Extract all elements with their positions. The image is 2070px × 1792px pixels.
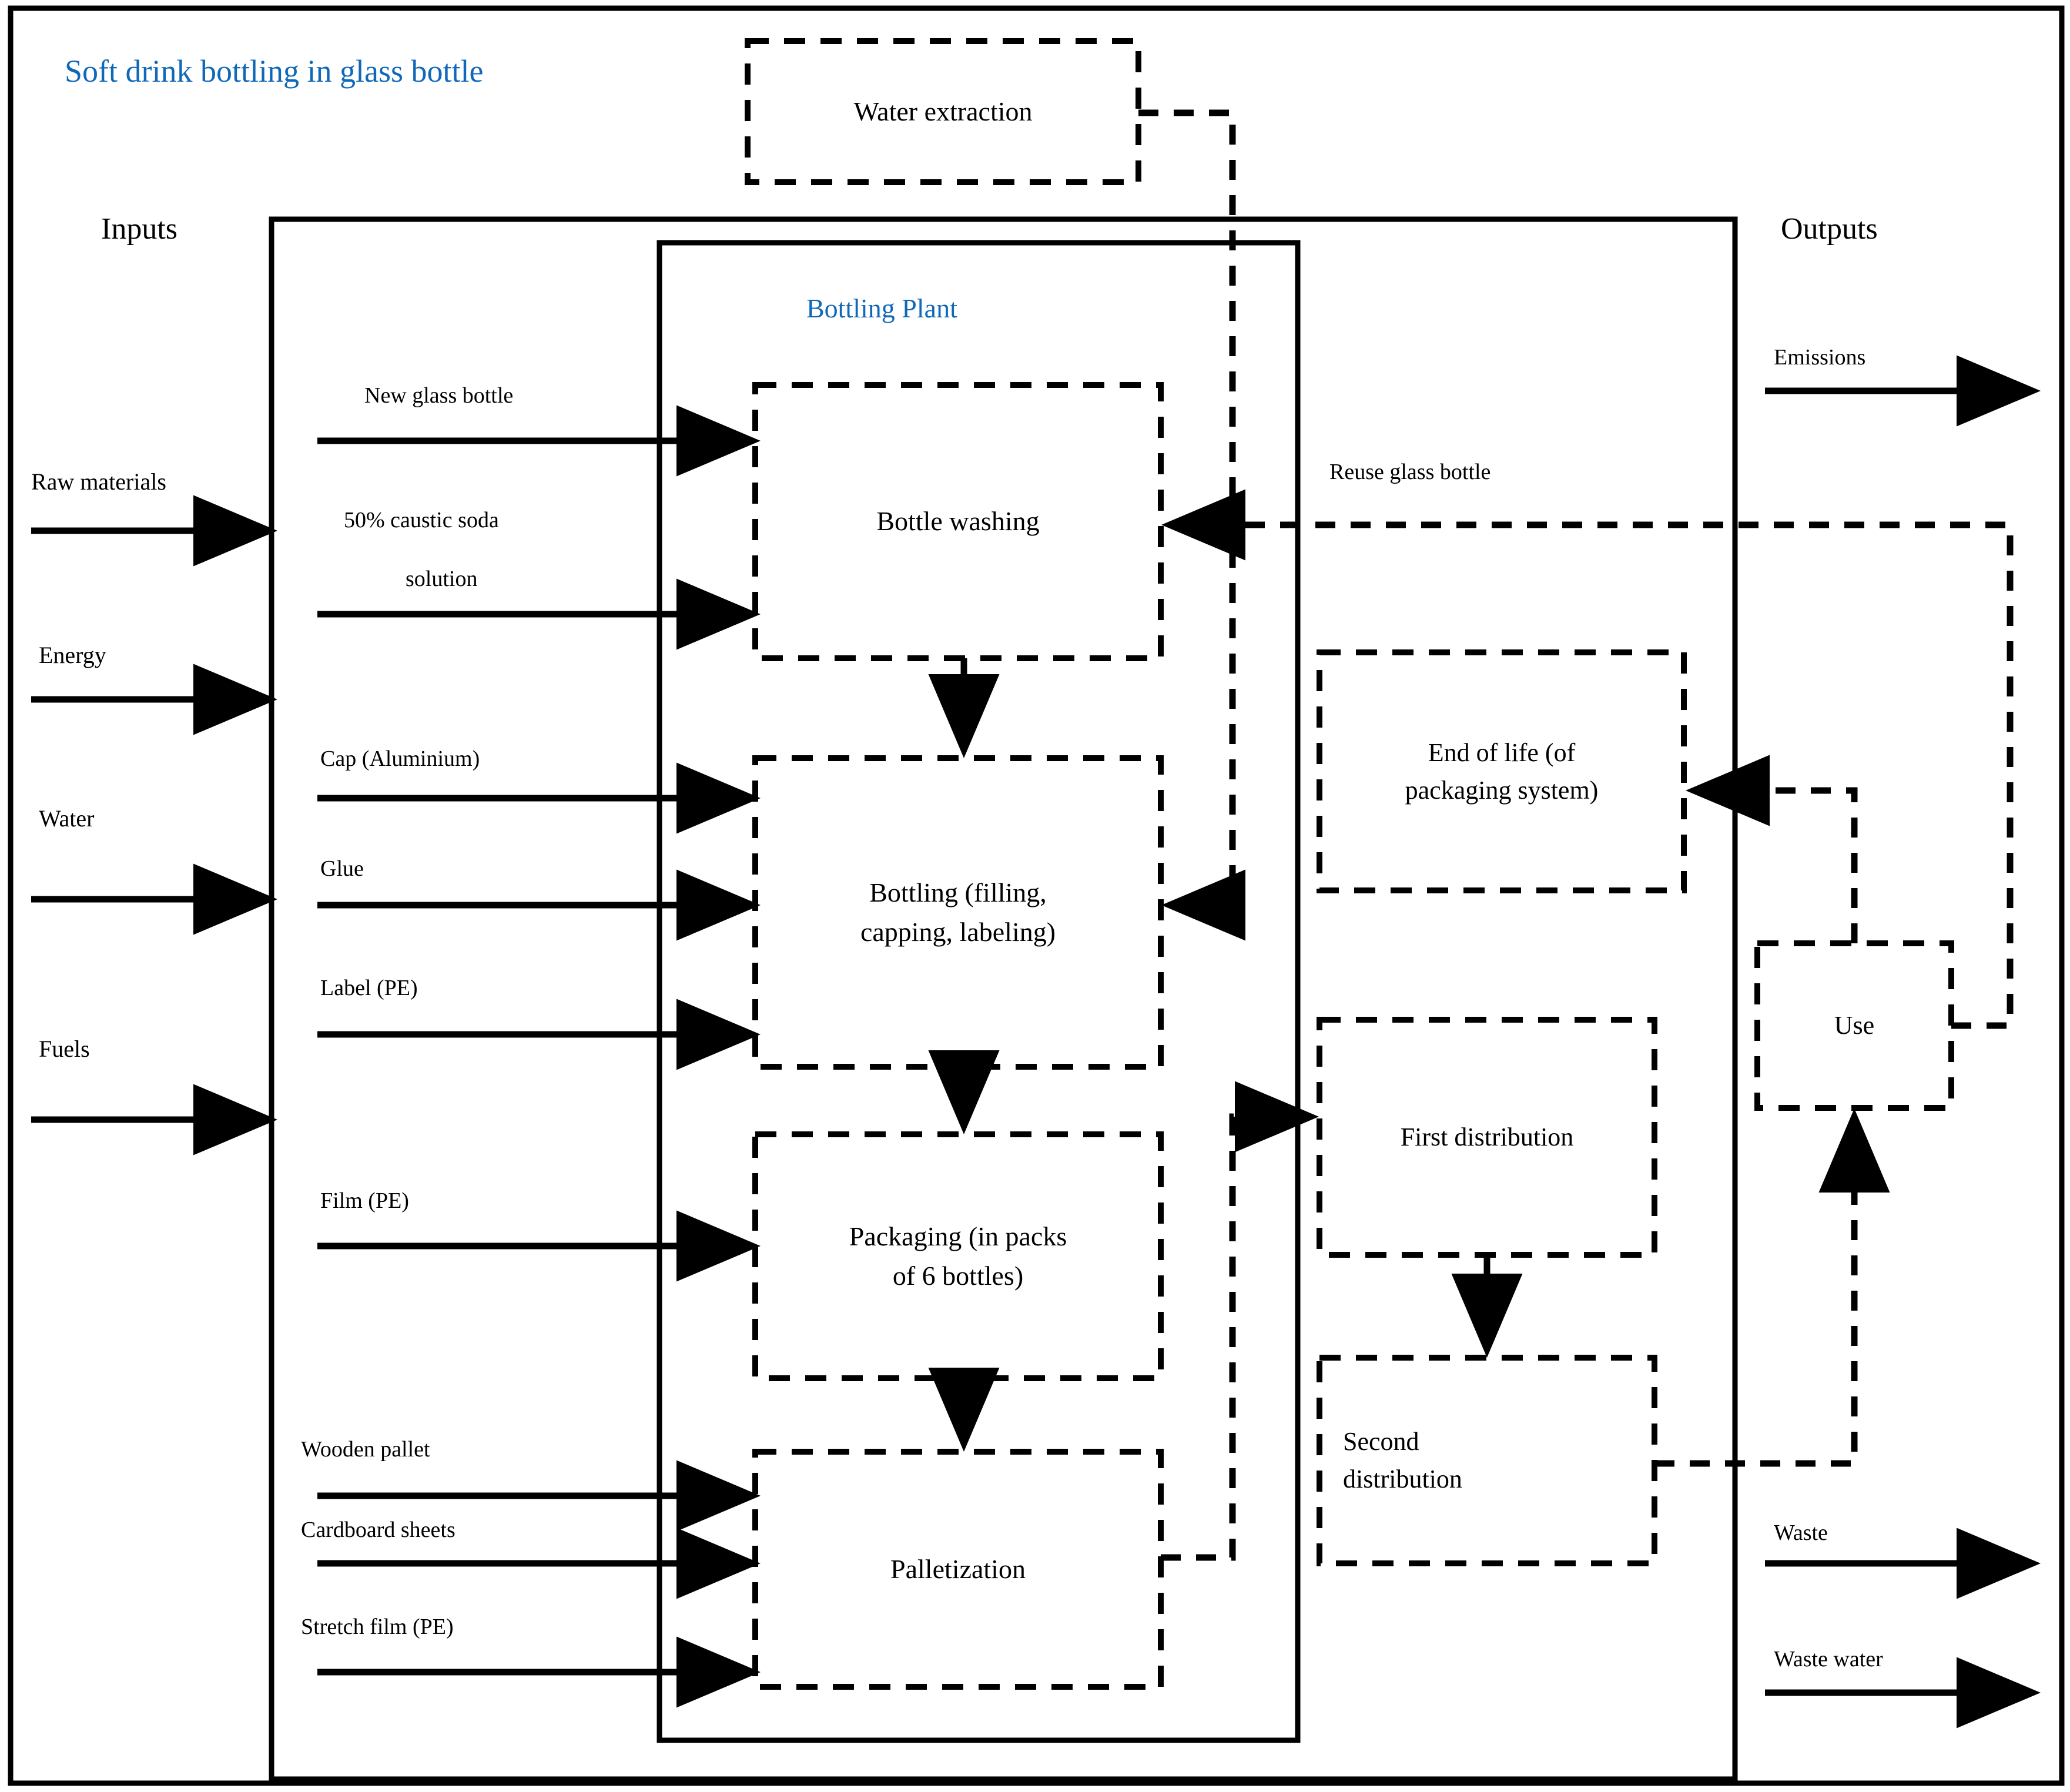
process-label-bottling: Bottling (filling, capping, labeling)	[755, 758, 1161, 1067]
box-palletization	[752, 1449, 1164, 1690]
process-label-palletization: Palletization	[890, 1553, 1026, 1584]
process-input-stretch-film-pe: Stretch film (PE)	[301, 1615, 454, 1639]
process-label-water-extraction: Water extraction	[853, 96, 1033, 126]
output-label-waste-water: Waste water	[1774, 1647, 1883, 1672]
box-end-of-life	[1317, 649, 1687, 893]
box-water-extraction	[745, 38, 1141, 185]
process-input-glue: Glue	[320, 856, 364, 881]
output-label-waste: Waste	[1774, 1520, 1828, 1545]
process-input-new-glass-bottle: New glass bottle	[364, 383, 514, 408]
diagram-title: Soft drink bottling in glass bottle	[65, 53, 484, 89]
bottling-plant-boundary	[656, 240, 1301, 1743]
output-label-emissions: Emissions	[1774, 345, 1866, 370]
flow-palletization-to-first-distribution	[1161, 1081, 1319, 1561]
process-input-cardboard-sheets: Cardboard sheets	[301, 1518, 455, 1542]
input-label-water: Water	[39, 805, 95, 832]
system-boundary	[269, 216, 1738, 1782]
process-label-use: Use	[1834, 1011, 1875, 1040]
process-input-wooden-pallet: Wooden pallet	[301, 1437, 430, 1462]
process-label-second-distribution: Second distribution	[1319, 1358, 1654, 1563]
process-label-bottling-line2: capping, labeling)	[860, 916, 1056, 947]
external-output-arrows	[1765, 355, 2041, 1729]
process-label-second-distribution-line2: distribution	[1343, 1465, 1462, 1493]
process-label-packaging-line2: of 6 bottles)	[892, 1260, 1024, 1291]
process-label-second-distribution-line1: Second	[1343, 1427, 1419, 1456]
process-label-bottle-washing: Bottle washing	[876, 506, 1040, 537]
box-bottle-washing	[752, 382, 1164, 661]
process-input-film-pe: Film (PE)	[320, 1188, 409, 1213]
process-input-cap-aluminium: Cap (Aluminium)	[320, 746, 480, 771]
process-label-first-distribution: First distribution	[1400, 1123, 1574, 1152]
process-label-bottling-line1: Bottling (filling,	[869, 877, 1047, 907]
inputs-header: Inputs	[101, 212, 177, 246]
process-label-end-of-life: End of life (of packaging system)	[1319, 652, 1684, 890]
flow-second-distribution-to-use	[1654, 1108, 1890, 1467]
page-frame	[8, 5, 2065, 1786]
outputs-header: Outputs	[1781, 212, 1878, 246]
process-label-packaging-line1: Packaging (in packs	[849, 1221, 1067, 1251]
process-input-caustic-soda-line2: solution	[406, 567, 478, 591]
flow-use-to-end-of-life	[1686, 755, 1858, 943]
input-label-raw-materials: Raw materials	[31, 468, 166, 495]
input-label-energy: Energy	[39, 642, 106, 668]
process-input-caustic-soda-line1: 50% caustic soda	[344, 508, 499, 532]
flow-water-extraction-to-bottling	[1138, 109, 1245, 941]
bottling-plant-label: Bottling Plant	[806, 293, 957, 323]
input-label-fuels: Fuels	[39, 1036, 90, 1062]
flow-label-reuse-glass-bottle: Reuse glass bottle	[1329, 460, 1491, 484]
process-label-end-of-life-line1: End of life (of	[1428, 738, 1576, 767]
external-input-arrows	[31, 495, 277, 1155]
process-input-label-pe: Label (PE)	[320, 976, 418, 1000]
process-label-end-of-life-line2: packaging system)	[1405, 775, 1599, 805]
process-input-arrows	[317, 405, 761, 1708]
process-label-packaging: Packaging (in packs of 6 bottles)	[755, 1134, 1161, 1378]
